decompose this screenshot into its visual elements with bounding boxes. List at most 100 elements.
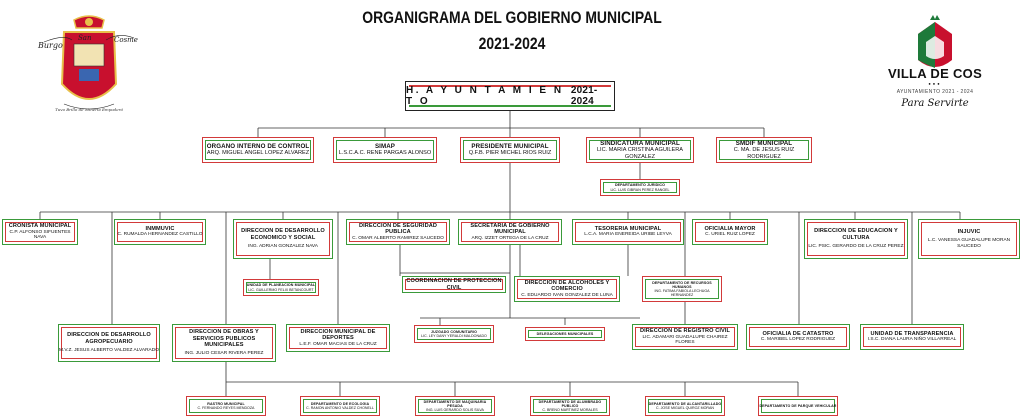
tesoreria-municipal-box: TESORERIA MUNICIPAL L.C.A. MARIA ENEREID… [572, 219, 684, 245]
simap-box: SIMAP L.S.C.A.C. RENE PARGAS ALONSO [333, 137, 437, 163]
page-title: ORGANIGRAMA DEL GOBIERNO MUNICIPAL [362, 8, 662, 27]
box-title: UNIDAD DE TRANSPARENCIA [870, 331, 954, 338]
box-title: SINDICATURA MUNICIPAL [600, 140, 680, 148]
inmmuvic-box: INMMUVIC C. RUMALDA HERNANDEZ CASTILLO [114, 219, 206, 245]
municipal-coat-of-arms-logo: Burgo San Cosme Tuvo Brillo de Minería E… [37, 15, 138, 112]
box-person: L.C. VANESSA GUADALUPE MORAN SAUCEDO [927, 238, 1011, 249]
box-title: CRONISTA MUNICIPAL [8, 223, 72, 230]
secretaria-gobierno-box: SECRETARIA DE GOBIERNO MUNICIPAL ARQ. IZ… [458, 219, 562, 245]
box-title: DEPARTAMENTO DE ALUMBRADO PUBLICO [538, 399, 602, 408]
box-title: DEPARTAMENTO DE PARQUE VEHICULAR [759, 403, 837, 408]
organo-interno-control-box: ORGANO INTERNO DE CONTROL ARQ. MIGUEL AN… [202, 137, 314, 163]
box-title: DIRECCION DE EDUCACION Y CULTURA [814, 228, 898, 241]
box-person: ING. LUIS GERARDO SOLIS SILVA [426, 408, 484, 413]
box-person: ING. ADRIAN GONZALEZ NAVA [248, 244, 318, 250]
proteccion-civil-box: COORDINACION DE PROTECCION CIVIL [402, 276, 506, 293]
box-person: C. URIEL RUIZ LOPEZ [705, 232, 755, 238]
box-title: OFICIALIA MAYOR [704, 226, 756, 233]
box-person: C. MARIBEL LOPEZ RODRIGUEZ [760, 337, 836, 343]
box-title: TESORERIA MUNICIPAL [594, 226, 662, 233]
villa-de-cos-logo [918, 15, 952, 68]
box-person: ING. JULIO CESAR RIVERA PEREZ [184, 351, 264, 357]
seguridad-publica-box: DIRECCION DE SEGURIDAD PUBLICA C. OMAR A… [346, 219, 450, 245]
deportes-box: DIRECCION MUNICIPAL DE DEPORTES L.E.F. O… [286, 324, 390, 352]
box-title: INMMUVIC [145, 226, 175, 233]
desarrollo-economico-box: DIRECCION DE DESARROLLO ECONOMICO Y SOCI… [233, 219, 333, 259]
box-title: OFICIALIA DE CATASTRO [762, 331, 834, 338]
box-title: PRESIDENTE MUNICIPAL [471, 143, 549, 151]
box-title: DEPARTAMENTO DE RECURSOS HUMANOS [652, 280, 712, 289]
box-title: DIRECCION DE OBRAS Y SERVICIOS PUBLICOS … [189, 329, 259, 348]
maquinaria-pesada-box: DEPARTAMENTO DE MAQUINARIA PESADA ING. L… [415, 396, 495, 416]
box-title: DIRECCION DE REGISTRO CIVIL [639, 328, 731, 335]
unidad-transparencia-box: UNIDAD DE TRANSPARENCIA I.S.C. DIANA LAU… [860, 324, 964, 350]
box-person: ARQ. MIGUEL ANGEL LOPEZ ALVAREZ [206, 150, 310, 157]
box-person: C. FERNANDO REYES MENDOZA [197, 406, 255, 410]
box-person: LIC. LUIS GIBRAN PEREZ RANGEL [610, 187, 670, 192]
box-person: LIC. ADAMARI GUADALUPE CHAIREZ FLORES [642, 334, 728, 346]
obras-servicios-box: DIRECCION DE OBRAS Y SERVICIOS PUBLICOS … [172, 324, 276, 362]
box-person: LIC. MARIA CRISTINA AGUILERA GONZALEZ [596, 147, 684, 160]
box-title: JUZGADO COMUNITARIO [431, 329, 477, 334]
logo-word-san: San [78, 34, 92, 42]
box-title: DEPARTAMENTO JURIDICO [614, 183, 666, 188]
box-title: ORGANO INTERNO DE CONTROL [206, 143, 310, 151]
villa-de-cos-slogan: Para Servirte [901, 98, 969, 109]
box-title: DEPARTAMENTO DE MAQUINARIA PESADA [423, 399, 487, 408]
box-title: COORDINACION DE PROTECCION CIVIL [406, 278, 502, 291]
alumbrado-publico-box: DEPARTAMENTO DE ALUMBRADO PUBLICO C. BRE… [530, 396, 610, 416]
box-person: L.S.C.A.C. RENE PARGAS ALONSO [338, 150, 432, 157]
box-title: DEPARTAMENTO DE ECOLOGIA [310, 401, 370, 406]
oficialia-mayor-box: OFICIALIA MAYOR C. URIEL RUIZ LOPEZ [692, 219, 768, 245]
box-person: C. RAMON ANTONIO VALDEZ CHONELL [306, 406, 374, 410]
box-title: DIRECCION DE DESARROLLO AGROPECUARIO [67, 332, 151, 345]
logo-word-cosme: Cosme [114, 36, 138, 44]
rastro-municipal-box: RASTRO MUNICIPAL C. FERNANDO REYES MENDO… [186, 396, 266, 416]
recursos-humanos-box: DEPARTAMENTO DE RECURSOS HUMANOS ING. FA… [642, 276, 722, 302]
educacion-cultura-box: DIRECCION DE EDUCACION Y CULTURA LIC. PS… [804, 219, 908, 259]
ecologia-box: DEPARTAMENTO DE ECOLOGIA C. RAMON ANTONI… [300, 396, 380, 416]
box-title: DIRECCION DE SEGURIDAD PUBLICA [358, 222, 438, 236]
page-years: 2021-2024 [478, 34, 546, 53]
ayuntamiento-box: H. A Y U N T A M I E N T O 2021-2024 [405, 81, 615, 111]
box-title: SMDIF MUNICIPAL [735, 140, 793, 148]
injuvic-box: INJUVIC L.C. VANESSA GUADALUPE MORAN SAU… [918, 219, 1020, 259]
box-title: DIRECCION DE DESARROLLO ECONOMICO Y SOCI… [241, 228, 325, 241]
box-person: C. RUMALDA HERNANDEZ CASTILLO [117, 232, 203, 238]
box-person: L.C.A. MARIA ENEREIDA URIBE LEYVA [584, 232, 672, 238]
presidente-municipal-box: PRESIDENTE MUNICIPAL Q.F.B. PIER MICHEL … [460, 137, 560, 163]
villa-de-cos-name: VILLA DE COS [887, 66, 983, 81]
logo-motto: Tuvo Brillo de Minería Empoderó [55, 107, 123, 112]
box-person: I.S.C. DIANA LAURA NIÑO VILLARREAL [867, 337, 957, 343]
box-person: LIC. GUILLERMO FELIX BETANCOURT [248, 287, 314, 292]
unidad-planeacion-box: UNIDAD DE PLANEACION MUNICIPAL LIC. GUIL… [243, 279, 319, 296]
ayuntamiento-label: H. A Y U N T A M I E N T O [406, 85, 564, 107]
box-person: L.E.F. OMAR MACIAS DE LA CRUZ [299, 341, 377, 347]
juzgado-comunitario-box: JUZGADO COMUNITARIO LIC. LEY DANY YERALD… [414, 325, 494, 343]
box-title: DIRECCION DE ALCOHOLES Y COMERCIO [524, 279, 610, 293]
box-person: Q.F.B. PIER MICHEL RIOS RUIZ [468, 150, 552, 157]
cronista-municipal-box: CRONISTA MUNICIPAL C.P. ALFONSO SIFUENTE… [2, 219, 78, 245]
box-title: SIMAP [374, 143, 396, 151]
box-person: LIC. PSIC. GERARDO DE LA CRUZ PEREZ [808, 244, 904, 250]
sindicatura-municipal-box: SINDICATURA MUNICIPAL LIC. MARIA CRISTIN… [586, 137, 694, 163]
box-title: DELEGACIONES MUNICIPALES [536, 331, 594, 336]
ayuntamiento-period: 2021-2024 [570, 85, 598, 107]
alcantarillado-box: DEPARTAMENTO DE ALCANTARILLADO C. JOSE M… [645, 396, 725, 416]
oficialia-catastro-box: OFICIALIA DE CATASTRO C. MARIBEL LOPEZ R… [746, 324, 850, 350]
box-person: C.P. ALFONSO SIFUENTES NAVA [9, 229, 71, 241]
logo-word-burgo: Burgo [37, 41, 63, 50]
box-person: C. JOSE MIGUEL QUIROZ MORAN [656, 406, 714, 410]
box-title: UNIDAD DE PLANEACION MUNICIPAL [246, 283, 316, 288]
box-person: C. BRENO MARTINEZ MORALES [542, 408, 598, 413]
parque-vehicular-box: DEPARTAMENTO DE PARQUE VEHICULAR [758, 396, 838, 416]
alcoholes-comercio-box: DIRECCION DE ALCOHOLES Y COMERCIO C. EDU… [514, 276, 620, 302]
smdif-municipal-box: SMDIF MUNICIPAL C. MA. DE JESUS RUIZ ROD… [716, 137, 812, 163]
desarrollo-agropecuario-box: DIRECCION DE DESARROLLO AGROPECUARIO M.V… [58, 324, 160, 362]
villa-de-cos-subtitle: AYUNTAMIENTO 2021 - 2024 [896, 89, 974, 95]
box-title: DIRECCION MUNICIPAL DE DEPORTES [300, 328, 376, 342]
delegaciones-municipales-box: DELEGACIONES MUNICIPALES [525, 327, 605, 341]
box-person: LIC. LEY DANY YERALDI MALDONADO [421, 334, 487, 338]
box-person: ARQ. IZZET ORTEGA DE LA CRUZ [471, 235, 549, 241]
